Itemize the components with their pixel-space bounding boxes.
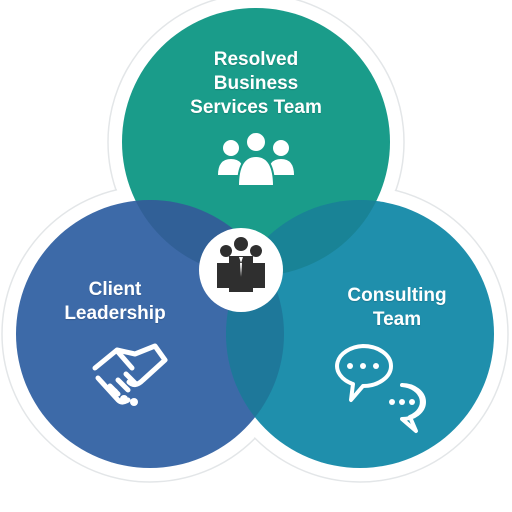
chat-bubbles-icon bbox=[335, 344, 426, 433]
right-label-line-1: Consulting bbox=[347, 285, 447, 306]
left-label-line-1: Client bbox=[88, 279, 142, 300]
right-circle bbox=[226, 200, 494, 468]
top-label-line-1: Resolved bbox=[213, 49, 299, 70]
top-circle-label: Resolved Business Services Team bbox=[176, 48, 336, 120]
right-label-line-2: Team bbox=[372, 309, 422, 330]
left-label-line-2: Leadership bbox=[64, 303, 166, 324]
right-circle-label: Consulting Team bbox=[322, 284, 472, 332]
left-circle-label: Client Leadership bbox=[40, 278, 190, 326]
top-label-line-3: Services Team bbox=[190, 97, 322, 118]
business-people-icon bbox=[217, 237, 265, 292]
top-label-line-2: Business bbox=[213, 73, 299, 94]
overlap-top-right bbox=[226, 200, 390, 276]
team-group-icon bbox=[218, 131, 294, 187]
handshake-icon bbox=[92, 343, 168, 406]
